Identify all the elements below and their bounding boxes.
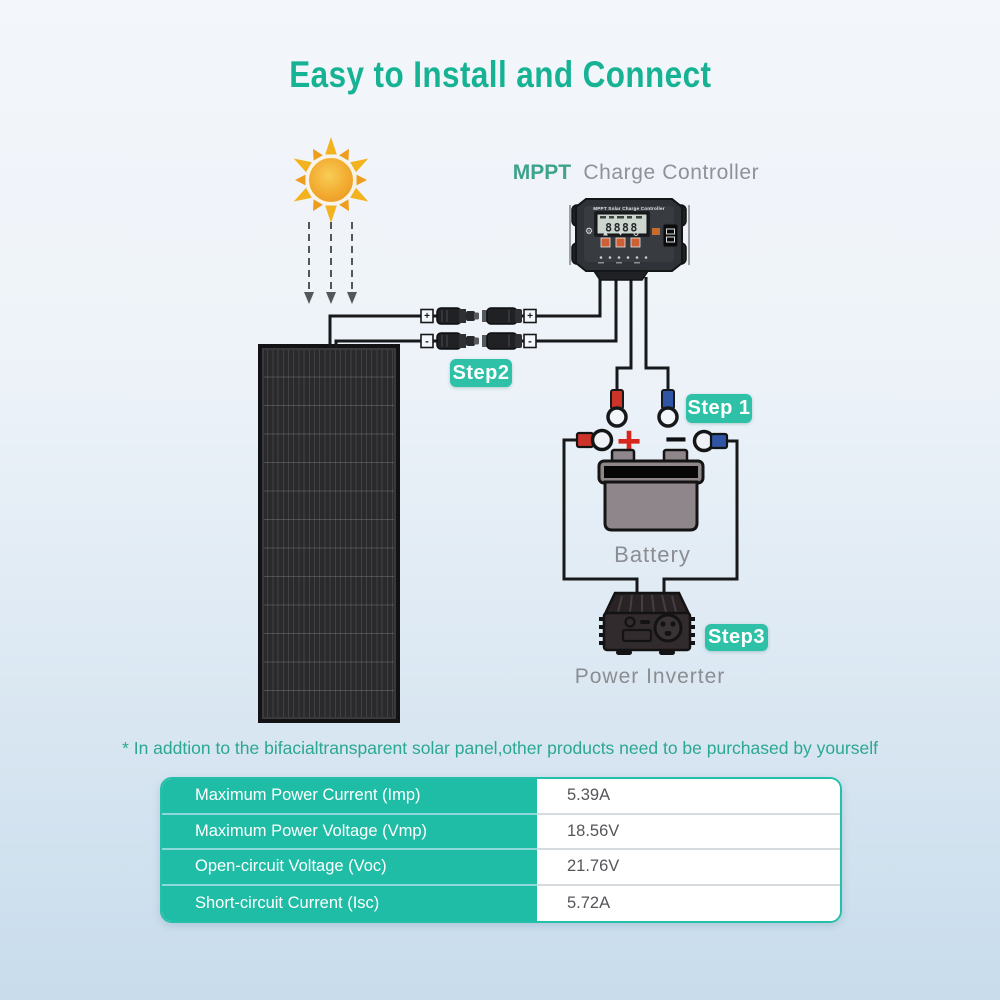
controller-heading-mppt: MPPT [512,161,572,184]
battery-minus-symbol: − [665,419,687,461]
ring-terminal-red [606,389,628,428]
sunlight-arrows [304,222,357,304]
page-title: Easy to Install and Connect [288,54,712,95]
spec-label: Short-circuit Current (Isc) [162,885,537,921]
table-row: Maximum Power Current (Imp) 5.39A [162,779,840,815]
table-row: Maximum Power Voltage (Vmp) 18.56V [162,814,840,850]
mc4-plus-label: + [424,311,430,322]
outlet-socket-icon [653,613,683,643]
battery-terminal-blue [692,429,729,453]
spec-value: 5.39A [537,779,840,815]
mc4-connector-pair-negative: - - [420,332,537,350]
controller-heading: MPPT Charge Controller [476,161,796,185]
spec-table: Maximum Power Current (Imp) 5.39A Maximu… [160,777,842,923]
battery-illustration [597,448,705,532]
mc4-plus-label: + [527,311,533,322]
spec-value: 18.56V [537,814,840,850]
battery-terminal-red [575,428,614,452]
spec-label: Open-circuit Voltage (Voc) [162,850,537,886]
spec-label: Maximum Power Voltage (Vmp) [162,814,537,850]
inverter-illustration [599,591,695,655]
table-row: Short-circuit Current (Isc) 5.72A [162,885,840,921]
step3-badge: Step3 [705,624,768,651]
step1-badge: Step 1 [686,394,752,423]
mc4-minus-label: - [425,336,429,348]
ring-terminal-blue [657,389,679,428]
power-inverter-label: Power Inverter [574,665,726,688]
spec-label: Maximum Power Current (Imp) [162,779,537,815]
footnote: * In addtion to the bifacialtransparent … [122,738,878,758]
controller-device-label: MPPT Solar Charge Controller [593,206,664,211]
spec-value: 5.72A [537,885,840,921]
battery-label: Battery [614,542,691,567]
controller-heading-rest: Charge Controller [583,161,760,184]
battery-plus-symbol: + [617,418,642,465]
solar-panel-illustration [258,344,400,723]
controller-lcd-value: 8888 [605,221,639,235]
mc4-connector-pair-positive: + + [420,307,537,325]
table-row: Open-circuit Voltage (Voc) 21.76V [162,850,840,886]
sun-icon [293,137,369,223]
charge-controller-illustration: MPPT Solar Charge Controller 8888 ⚙ [569,198,690,281]
step2-badge: Step2 [450,359,512,387]
usb-port [662,223,679,248]
gear-icon: ⚙ [585,226,593,236]
spec-value: 21.76V [537,850,840,886]
mc4-minus-label: - [528,336,532,348]
